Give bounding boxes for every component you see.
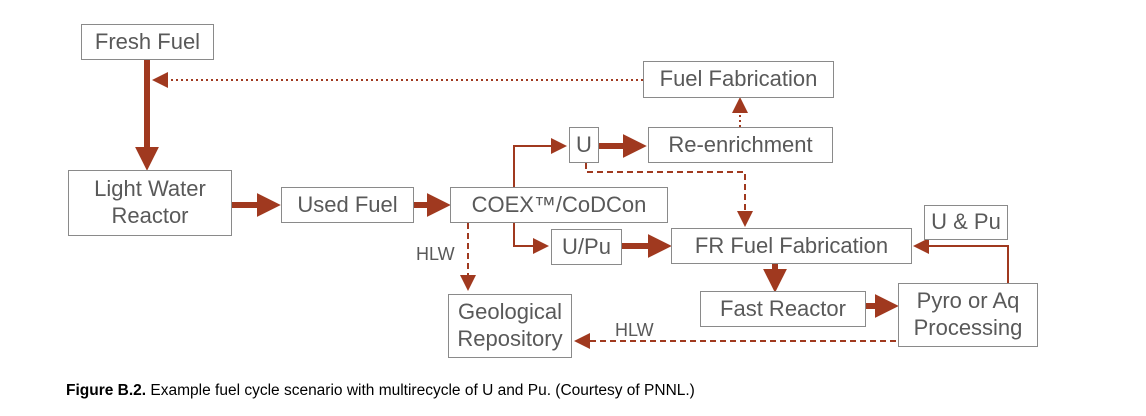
fast-reactor-box: Fast Reactor xyxy=(700,291,866,327)
arrow-coex-to-u xyxy=(513,138,567,187)
figure-caption: Figure B.2. Example fuel cycle scenario … xyxy=(66,382,695,400)
fuel-fabrication-box: Fuel Fabrication xyxy=(643,61,834,98)
u-box: U xyxy=(569,127,599,163)
u-and-pu-box: U & Pu xyxy=(924,205,1008,240)
arrow-coex-to-upu xyxy=(513,223,549,254)
re-enrichment-box: Re-enrichment xyxy=(648,127,833,163)
arrow-pyro-to-upu-recycle xyxy=(913,238,1009,283)
coex-codcon-box: COEX™/CoDCon xyxy=(450,187,668,223)
pyro-or-aq-processing-box: Pyro or Aq Processing xyxy=(898,283,1038,347)
used-fuel-box: Used Fuel xyxy=(281,187,414,223)
fr-fuel-fabrication-box: FR Fuel Fabrication xyxy=(671,228,912,264)
arrow-u-to-frfab-dashed xyxy=(585,163,753,227)
figure-caption-text: Example fuel cycle scenario with multire… xyxy=(146,382,695,399)
light-water-reactor-box: Light Water Reactor xyxy=(68,170,232,236)
u-pu-box: U/Pu xyxy=(551,229,622,265)
figure-caption-label: Figure B.2. xyxy=(66,382,147,399)
geological-repository-box: Geological Repository xyxy=(448,294,572,358)
hlw-label-coex: HLW xyxy=(416,244,455,264)
fresh-fuel-box: Fresh Fuel xyxy=(81,24,214,60)
hlw-label-pyro: HLW xyxy=(615,320,654,340)
